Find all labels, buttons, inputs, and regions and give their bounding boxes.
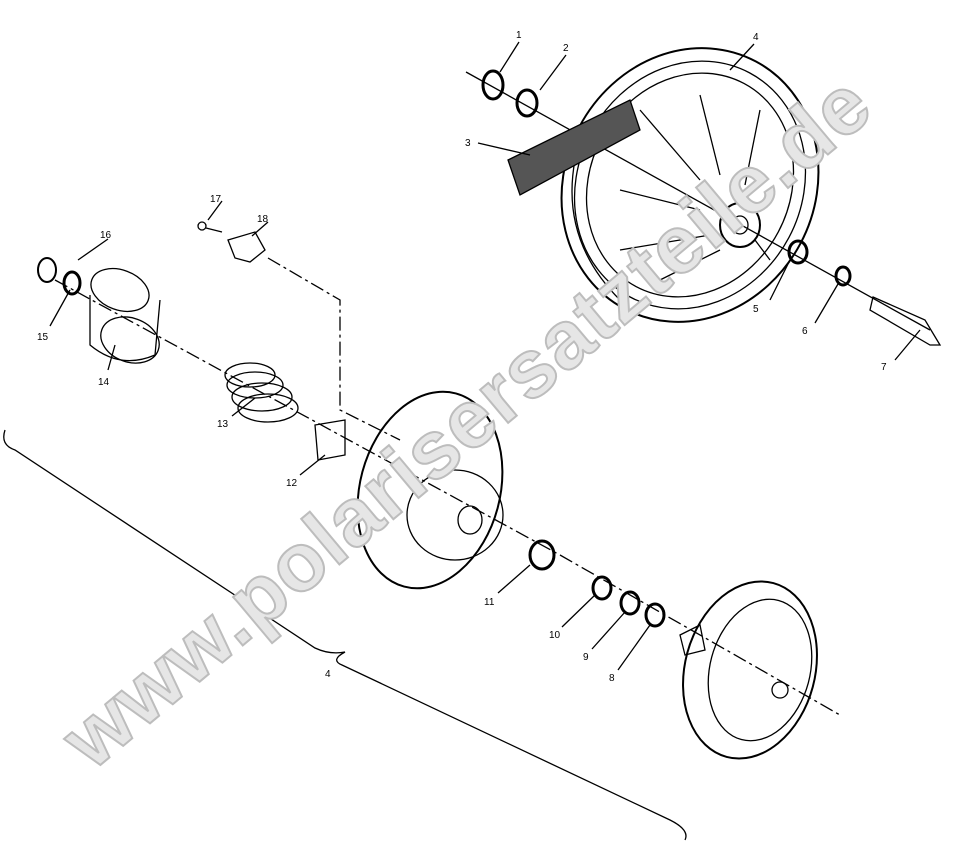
callout-3: 3 — [465, 138, 471, 149]
assembly-bracket — [3, 429, 687, 841]
callout-15: 15 — [37, 332, 49, 343]
drive-belt — [507, 99, 641, 196]
snap-ring-16 — [37, 257, 57, 283]
callout-18: 18 — [257, 214, 269, 225]
washer-9 — [619, 590, 641, 616]
pin-17 — [197, 221, 207, 231]
bushing-11 — [528, 539, 556, 571]
bearing — [481, 69, 505, 101]
callout-16: 16 — [100, 230, 112, 241]
roller-18 — [227, 231, 266, 263]
washer-8 — [644, 602, 666, 628]
callout-5: 5 — [753, 304, 759, 315]
callout-13: 13 — [217, 419, 229, 430]
spider-14 — [89, 267, 161, 364]
bushing-12 — [314, 419, 346, 461]
movable-sheave — [356, 390, 504, 590]
bolt-7 — [869, 296, 942, 346]
washer-5 — [787, 239, 809, 265]
watermark: www.polarisersatzteile.de — [44, 58, 888, 787]
callout-8: 8 — [609, 673, 615, 684]
washer-15 — [62, 270, 82, 296]
callout-9: 9 — [583, 652, 589, 663]
callout-7: 7 — [881, 362, 887, 373]
callout-4-top: 4 — [753, 32, 759, 43]
callout-14: 14 — [98, 377, 110, 388]
washer-10 — [591, 575, 613, 601]
callout-6: 6 — [802, 326, 808, 337]
callout-17: 17 — [210, 194, 222, 205]
fixed-sheave — [679, 580, 818, 760]
callout-1: 1 — [516, 30, 522, 41]
callout-2: 2 — [563, 43, 569, 54]
washer — [515, 88, 539, 118]
callout-10: 10 — [549, 630, 561, 641]
callout-11: 11 — [484, 597, 495, 608]
callout-12: 12 — [286, 478, 298, 489]
upper-axis-line — [465, 71, 931, 331]
callout-4-assembly: 4 — [325, 669, 331, 680]
lock-washer-6 — [834, 265, 852, 287]
